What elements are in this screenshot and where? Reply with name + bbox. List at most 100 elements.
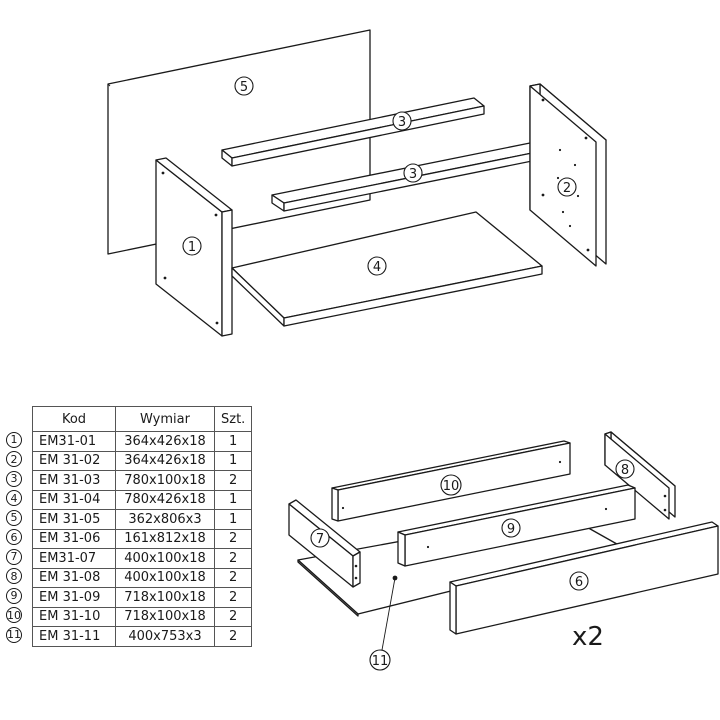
svg-text:1: 1 — [188, 240, 196, 255]
svg-text:2: 2 — [563, 181, 571, 196]
callout-5: 5 — [234, 76, 254, 96]
row-number-circle: 7 — [6, 548, 22, 565]
cell-kod: EM 31-11 — [32, 626, 116, 647]
row-number-wrap: 11 — [6, 625, 22, 645]
callout-10: 10 — [440, 474, 462, 496]
cell-szt: 2 — [213, 528, 253, 549]
side-panel-right-2 — [529, 83, 607, 267]
row-number-circle: 11 — [6, 626, 22, 643]
callout-3-upper: 3 — [392, 111, 412, 131]
cell-szt: 1 — [213, 450, 253, 471]
side-panel-right-holes — [541, 98, 590, 252]
cell-wymiar: 718x100x18 — [115, 606, 215, 627]
cell-wymiar: 780x426x18 — [115, 489, 215, 510]
row-number-wrap: 4 — [6, 489, 22, 509]
cell-kod: EM 31-06 — [32, 528, 116, 549]
cell-kod: EM 31-03 — [32, 470, 116, 491]
svg-text:11: 11 — [372, 654, 389, 669]
svg-text:7: 7 — [316, 532, 324, 547]
cell-szt: 1 — [213, 509, 253, 530]
cell-kod: EM 31-09 — [32, 587, 116, 608]
cell-kod: EM 31-02 — [32, 450, 116, 471]
svg-text:6: 6 — [575, 575, 583, 590]
cell-kod: EM 31-08 — [32, 567, 116, 588]
row-number-wrap: 10 — [6, 606, 22, 626]
svg-text:8: 8 — [621, 463, 629, 478]
row-number-circle: 4 — [6, 490, 22, 507]
row-number-wrap: 5 — [6, 508, 22, 528]
row-number-wrap: 9 — [6, 586, 22, 606]
cell-kod: EM 31-05 — [32, 509, 116, 530]
cell-kod: EM 31-04 — [32, 489, 116, 510]
callout-7: 7 — [310, 528, 330, 548]
row-number-wrap: 2 — [6, 450, 22, 470]
cell-wymiar: 718x100x18 — [115, 587, 215, 608]
row-number-wrap: 7 — [6, 547, 22, 567]
cell-szt: 1 — [213, 431, 253, 452]
row-number-circle: 3 — [6, 470, 22, 487]
svg-text:9: 9 — [507, 522, 515, 537]
cell-szt: 2 — [213, 606, 253, 627]
callout-1: 1 — [182, 236, 202, 256]
row-number-circle: 1 — [6, 431, 22, 448]
table-header-row: Kod Wymiar Szt. — [32, 406, 253, 432]
cell-szt: 2 — [213, 470, 253, 491]
row-number-wrap: 1 — [6, 430, 22, 450]
cell-wymiar: 400x100x18 — [115, 567, 215, 588]
row-number-circle: 9 — [6, 587, 22, 604]
row-number-circle: 2 — [6, 451, 22, 468]
row-number-circle: 6 — [6, 529, 22, 546]
row-number-wrap: 8 — [6, 567, 22, 587]
cell-szt: 2 — [213, 587, 253, 608]
callout-2: 2 — [557, 177, 577, 197]
cell-kod: EM31-01 — [32, 431, 116, 452]
header-kod: Kod — [32, 406, 116, 432]
cell-szt: 2 — [213, 548, 253, 569]
row-number-circle: 5 — [6, 509, 22, 526]
cell-wymiar: 161x812x18 — [115, 528, 215, 549]
bottom-panel-4 — [231, 211, 543, 327]
callout-8: 8 — [615, 459, 635, 479]
row-number-wrap: 3 — [6, 469, 22, 489]
quantity-label: x2 — [572, 622, 604, 652]
drawer-side-right-8 — [604, 431, 676, 520]
drawer-bottom-pointer — [381, 575, 398, 651]
side-panel-left-holes — [161, 171, 219, 325]
cell-wymiar: 364x426x18 — [115, 450, 215, 471]
cell-wymiar: 400x753x3 — [115, 626, 215, 647]
cell-szt: 2 — [213, 626, 253, 647]
svg-text:4: 4 — [373, 260, 381, 275]
callout-3-lower: 3 — [403, 163, 423, 183]
cell-szt: 1 — [213, 489, 253, 510]
header-szt: Szt. — [213, 406, 253, 432]
callout-6: 6 — [569, 571, 589, 591]
svg-text:3: 3 — [398, 115, 406, 130]
side-panel-left-1 — [155, 157, 233, 337]
cell-szt: 2 — [213, 567, 253, 588]
cell-wymiar: 780x100x18 — [115, 470, 215, 491]
cell-kod: EM 31-10 — [32, 606, 116, 627]
svg-text:5: 5 — [240, 80, 248, 95]
cell-wymiar: 400x100x18 — [115, 548, 215, 569]
callout-9: 9 — [501, 518, 521, 538]
cell-wymiar: 364x426x18 — [115, 431, 215, 452]
cell-wymiar: 362x806x3 — [115, 509, 215, 530]
header-wymiar: Wymiar — [115, 406, 215, 432]
row-number-wrap: 6 — [6, 528, 22, 548]
callout-11: 11 — [369, 649, 391, 671]
row-number-circle: 10 — [6, 607, 22, 624]
